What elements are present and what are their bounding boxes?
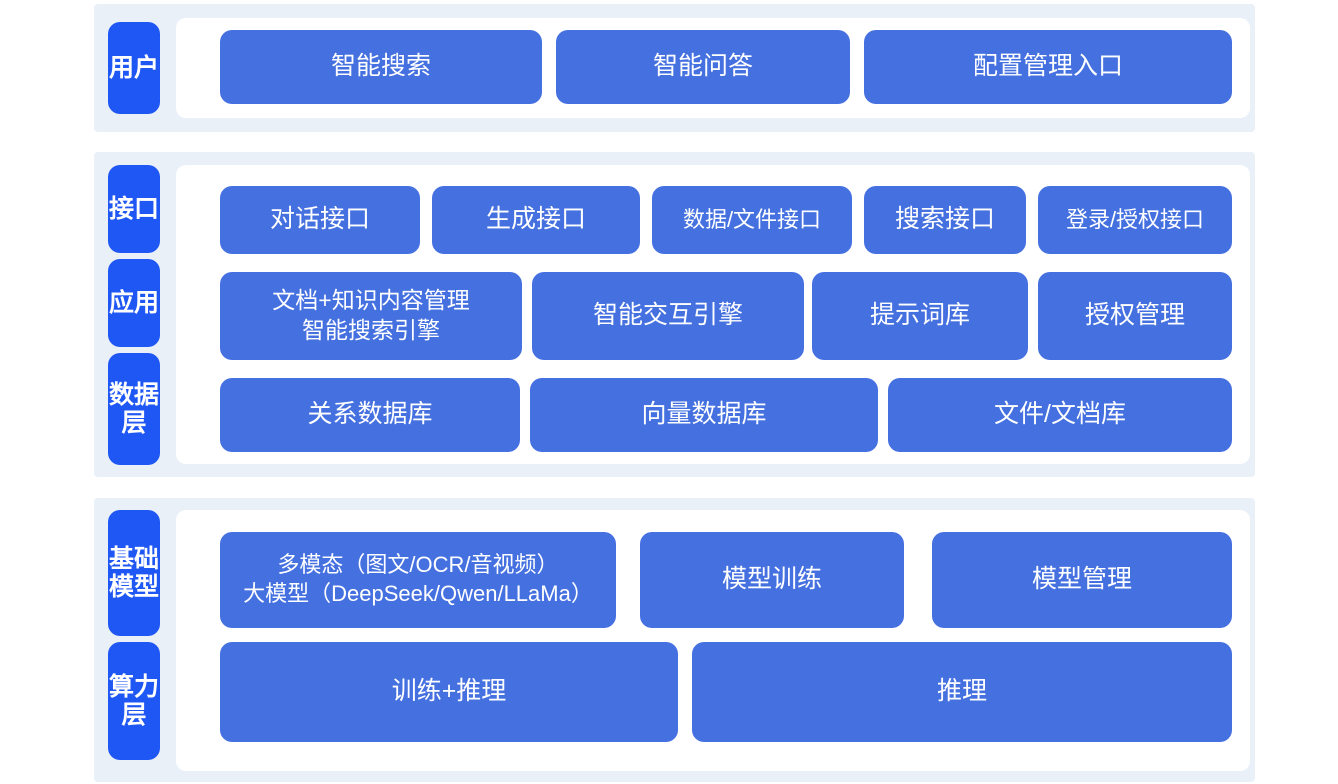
- layer-tab-compute-label: 算力层: [108, 673, 159, 729]
- node-user-config-entry[interactable]: 配置管理入口: [864, 30, 1232, 104]
- layer-tab-api-label: 接口: [108, 195, 159, 223]
- node-app-doc-knowledge-search[interactable]: 文档+知识内容管理 智能搜索引擎: [220, 272, 522, 360]
- layer-tab-data-label: 数据层: [108, 381, 159, 437]
- node-data-file-document-store[interactable]: 文件/文档库: [888, 378, 1232, 452]
- layer-tab-data[interactable]: 数据层: [108, 353, 160, 465]
- layer-tab-application[interactable]: 应用: [108, 259, 160, 347]
- layer-tab-base-model-label: 基础模型: [108, 545, 159, 601]
- node-api-dialog[interactable]: 对话接口: [220, 186, 420, 254]
- layer-tab-user-label: 用户: [108, 54, 159, 82]
- node-base-multimodal-llm[interactable]: 多模态（图文/OCR/音视频） 大模型（DeepSeek/Qwen/LLaMa）: [220, 532, 616, 628]
- node-base-model-training[interactable]: 模型训练: [640, 532, 904, 628]
- node-app-auth-management[interactable]: 授权管理: [1038, 272, 1232, 360]
- node-user-smart-search[interactable]: 智能搜索: [220, 30, 542, 104]
- node-compute-inference[interactable]: 推理: [692, 642, 1232, 742]
- node-user-smart-qa[interactable]: 智能问答: [556, 30, 850, 104]
- node-api-generation[interactable]: 生成接口: [432, 186, 640, 254]
- layer-tab-application-label: 应用: [108, 289, 159, 317]
- layer-tab-base-model[interactable]: 基础模型: [108, 510, 160, 636]
- layer-tab-compute[interactable]: 算力层: [108, 642, 160, 760]
- node-api-login-auth[interactable]: 登录/授权接口: [1038, 186, 1232, 254]
- node-compute-train-infer[interactable]: 训练+推理: [220, 642, 678, 742]
- node-app-interaction-engine[interactable]: 智能交互引擎: [532, 272, 804, 360]
- node-api-search[interactable]: 搜索接口: [864, 186, 1026, 254]
- node-data-relational-db[interactable]: 关系数据库: [220, 378, 520, 452]
- node-api-data-file[interactable]: 数据/文件接口: [652, 186, 852, 254]
- node-app-prompt-library[interactable]: 提示词库: [812, 272, 1028, 360]
- node-data-vector-db[interactable]: 向量数据库: [530, 378, 878, 452]
- node-base-model-management[interactable]: 模型管理: [932, 532, 1232, 628]
- layer-tab-api[interactable]: 接口: [108, 165, 160, 253]
- layer-tab-user[interactable]: 用户: [108, 22, 160, 114]
